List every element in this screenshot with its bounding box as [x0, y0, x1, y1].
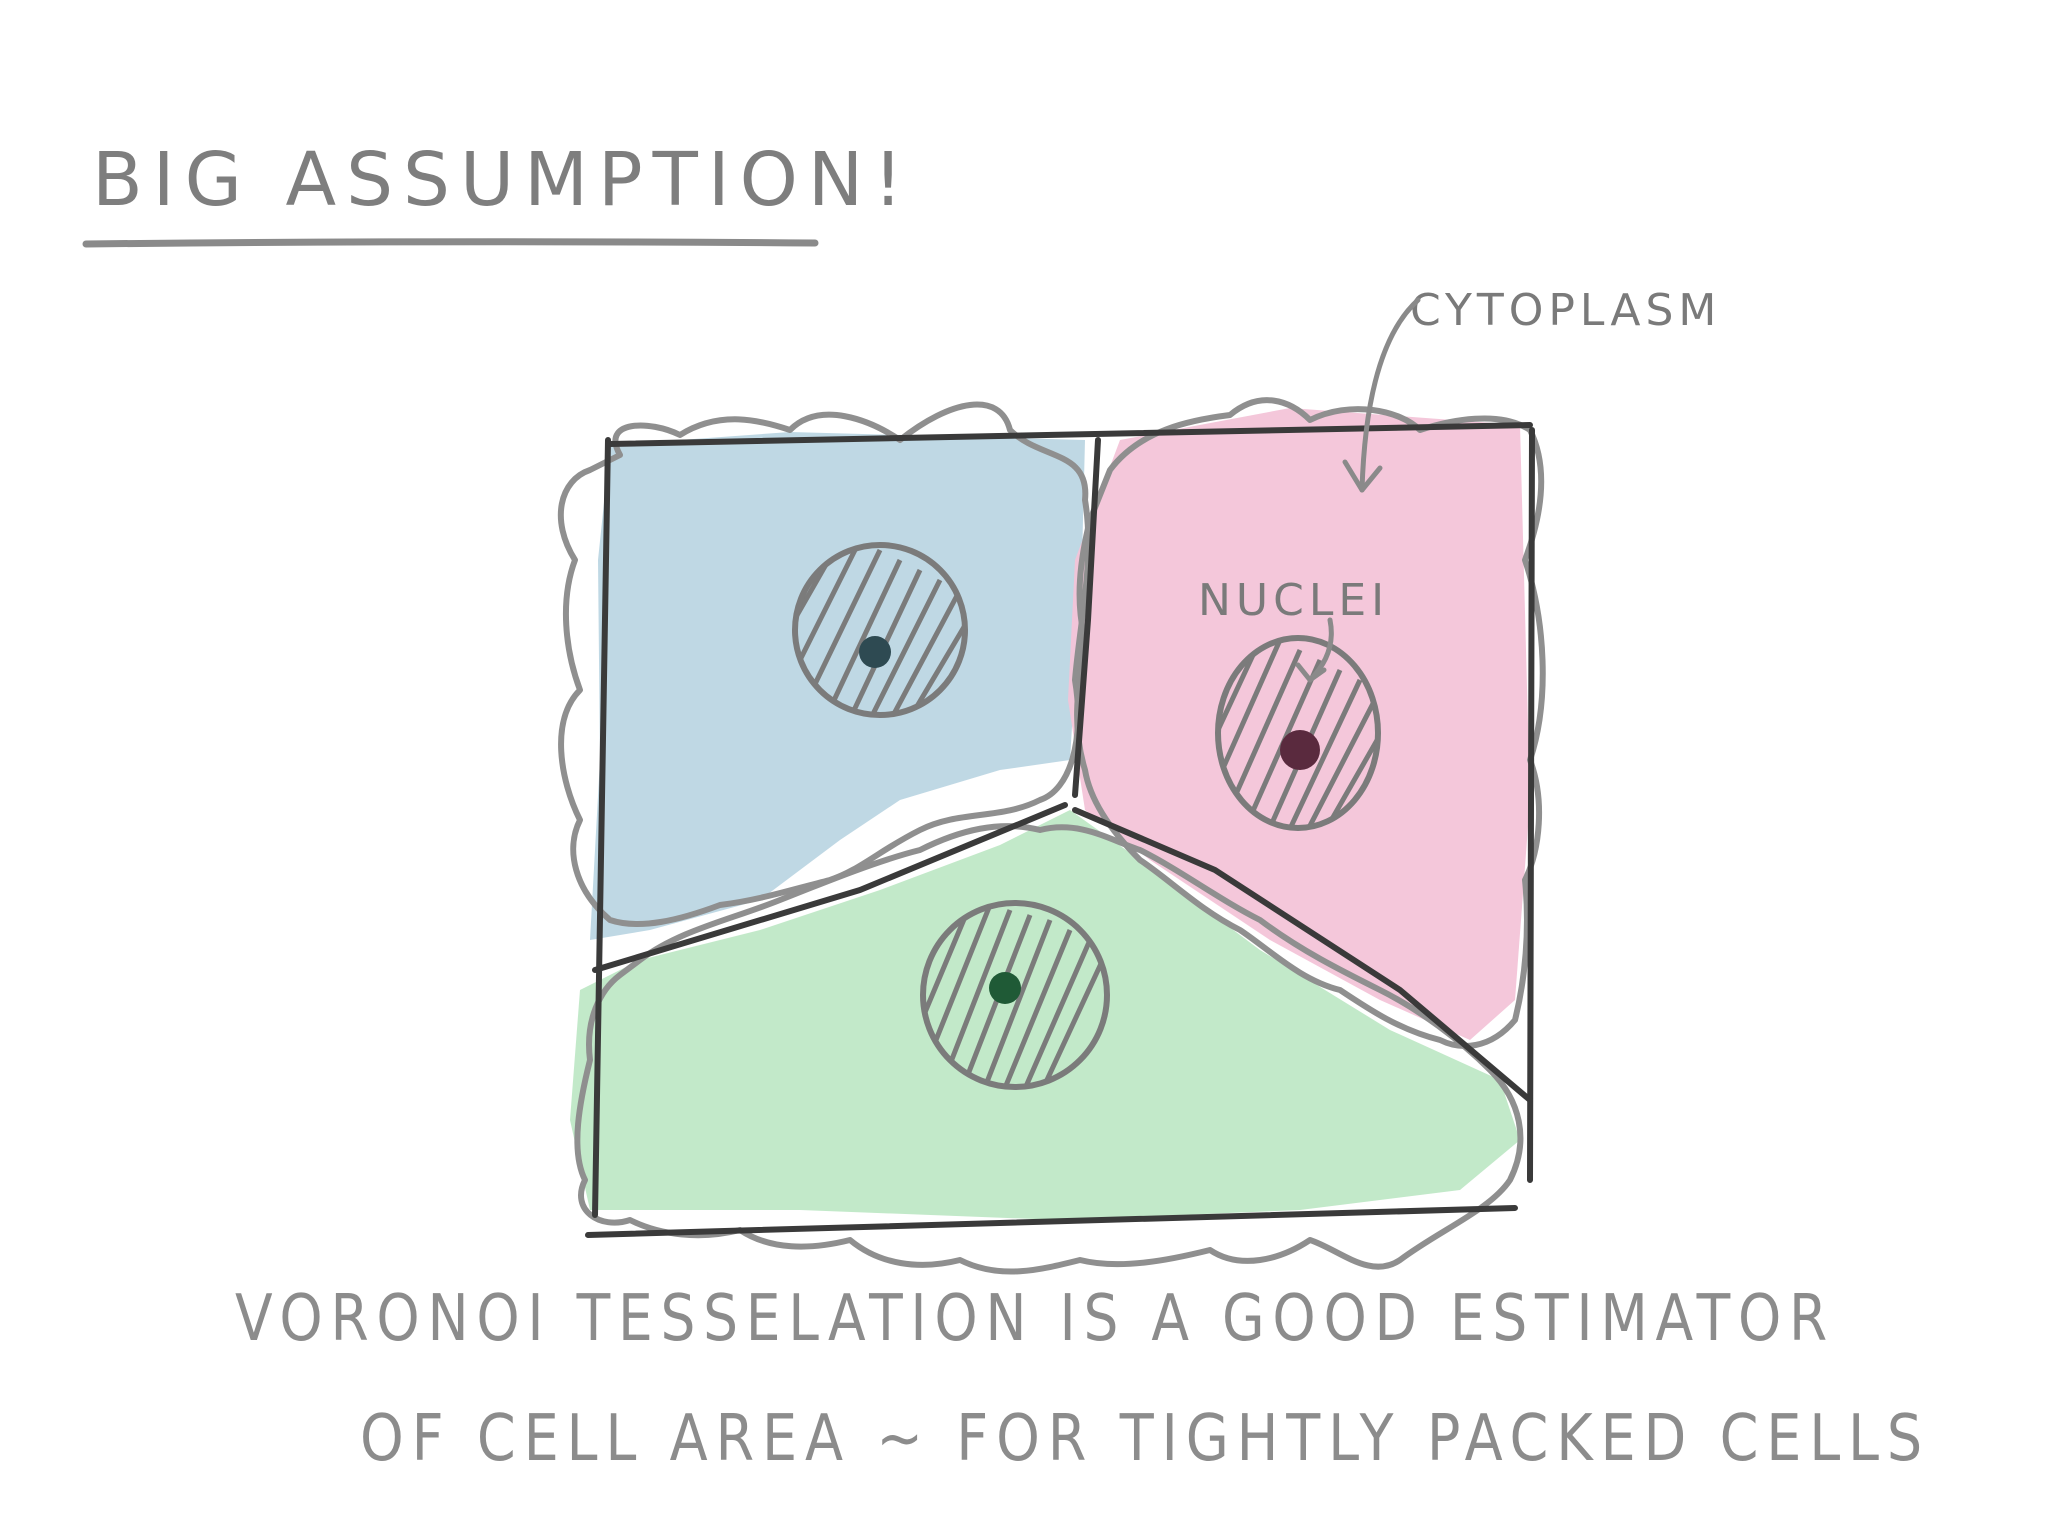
caption-line-2: OF CELL AREA ~ FOR TIGHTLY PACKED CELLS [360, 1402, 1930, 1476]
edge-blue-green [592, 802, 1068, 973]
cytoplasm-arrow [1359, 297, 1421, 493]
pink-cell-fill [1068, 408, 1530, 1040]
frame-left-edge [592, 437, 611, 1218]
green-cell-outline [574, 823, 1524, 1275]
pink-cell-outline [1074, 397, 1546, 1049]
cytoplasm-arrowhead [1342, 459, 1383, 493]
edge-pink-green [1072, 807, 1533, 1103]
blue-cell-fill [590, 432, 1085, 940]
cytoplasm-label: CYTOPLASM [1410, 285, 1721, 336]
frame-top-edge [607, 422, 1533, 447]
green-nucleus [920, 900, 1110, 1090]
caption-line-1: VORONOI TESSELATION IS A GOOD ESTIMATOR [235, 1282, 1835, 1356]
blue-cell-outline [557, 401, 1092, 928]
frame-right-edge [1527, 427, 1535, 1183]
green-cell-fill [570, 810, 1520, 1220]
nuclei-arrowhead [1295, 662, 1327, 683]
edge-blue-pink [1072, 437, 1101, 798]
title: BIG ASSUMPTION! [92, 137, 913, 223]
title-underline [82, 238, 819, 248]
frame-bottom-edge [585, 1205, 1518, 1238]
pink-nucleolus [1280, 730, 1320, 770]
blue-nucleolus [859, 636, 891, 668]
nuclei-label: NUCLEI [1198, 575, 1389, 626]
voronoi-tessellation [585, 422, 1535, 1238]
green-nucleolus [989, 972, 1021, 1004]
